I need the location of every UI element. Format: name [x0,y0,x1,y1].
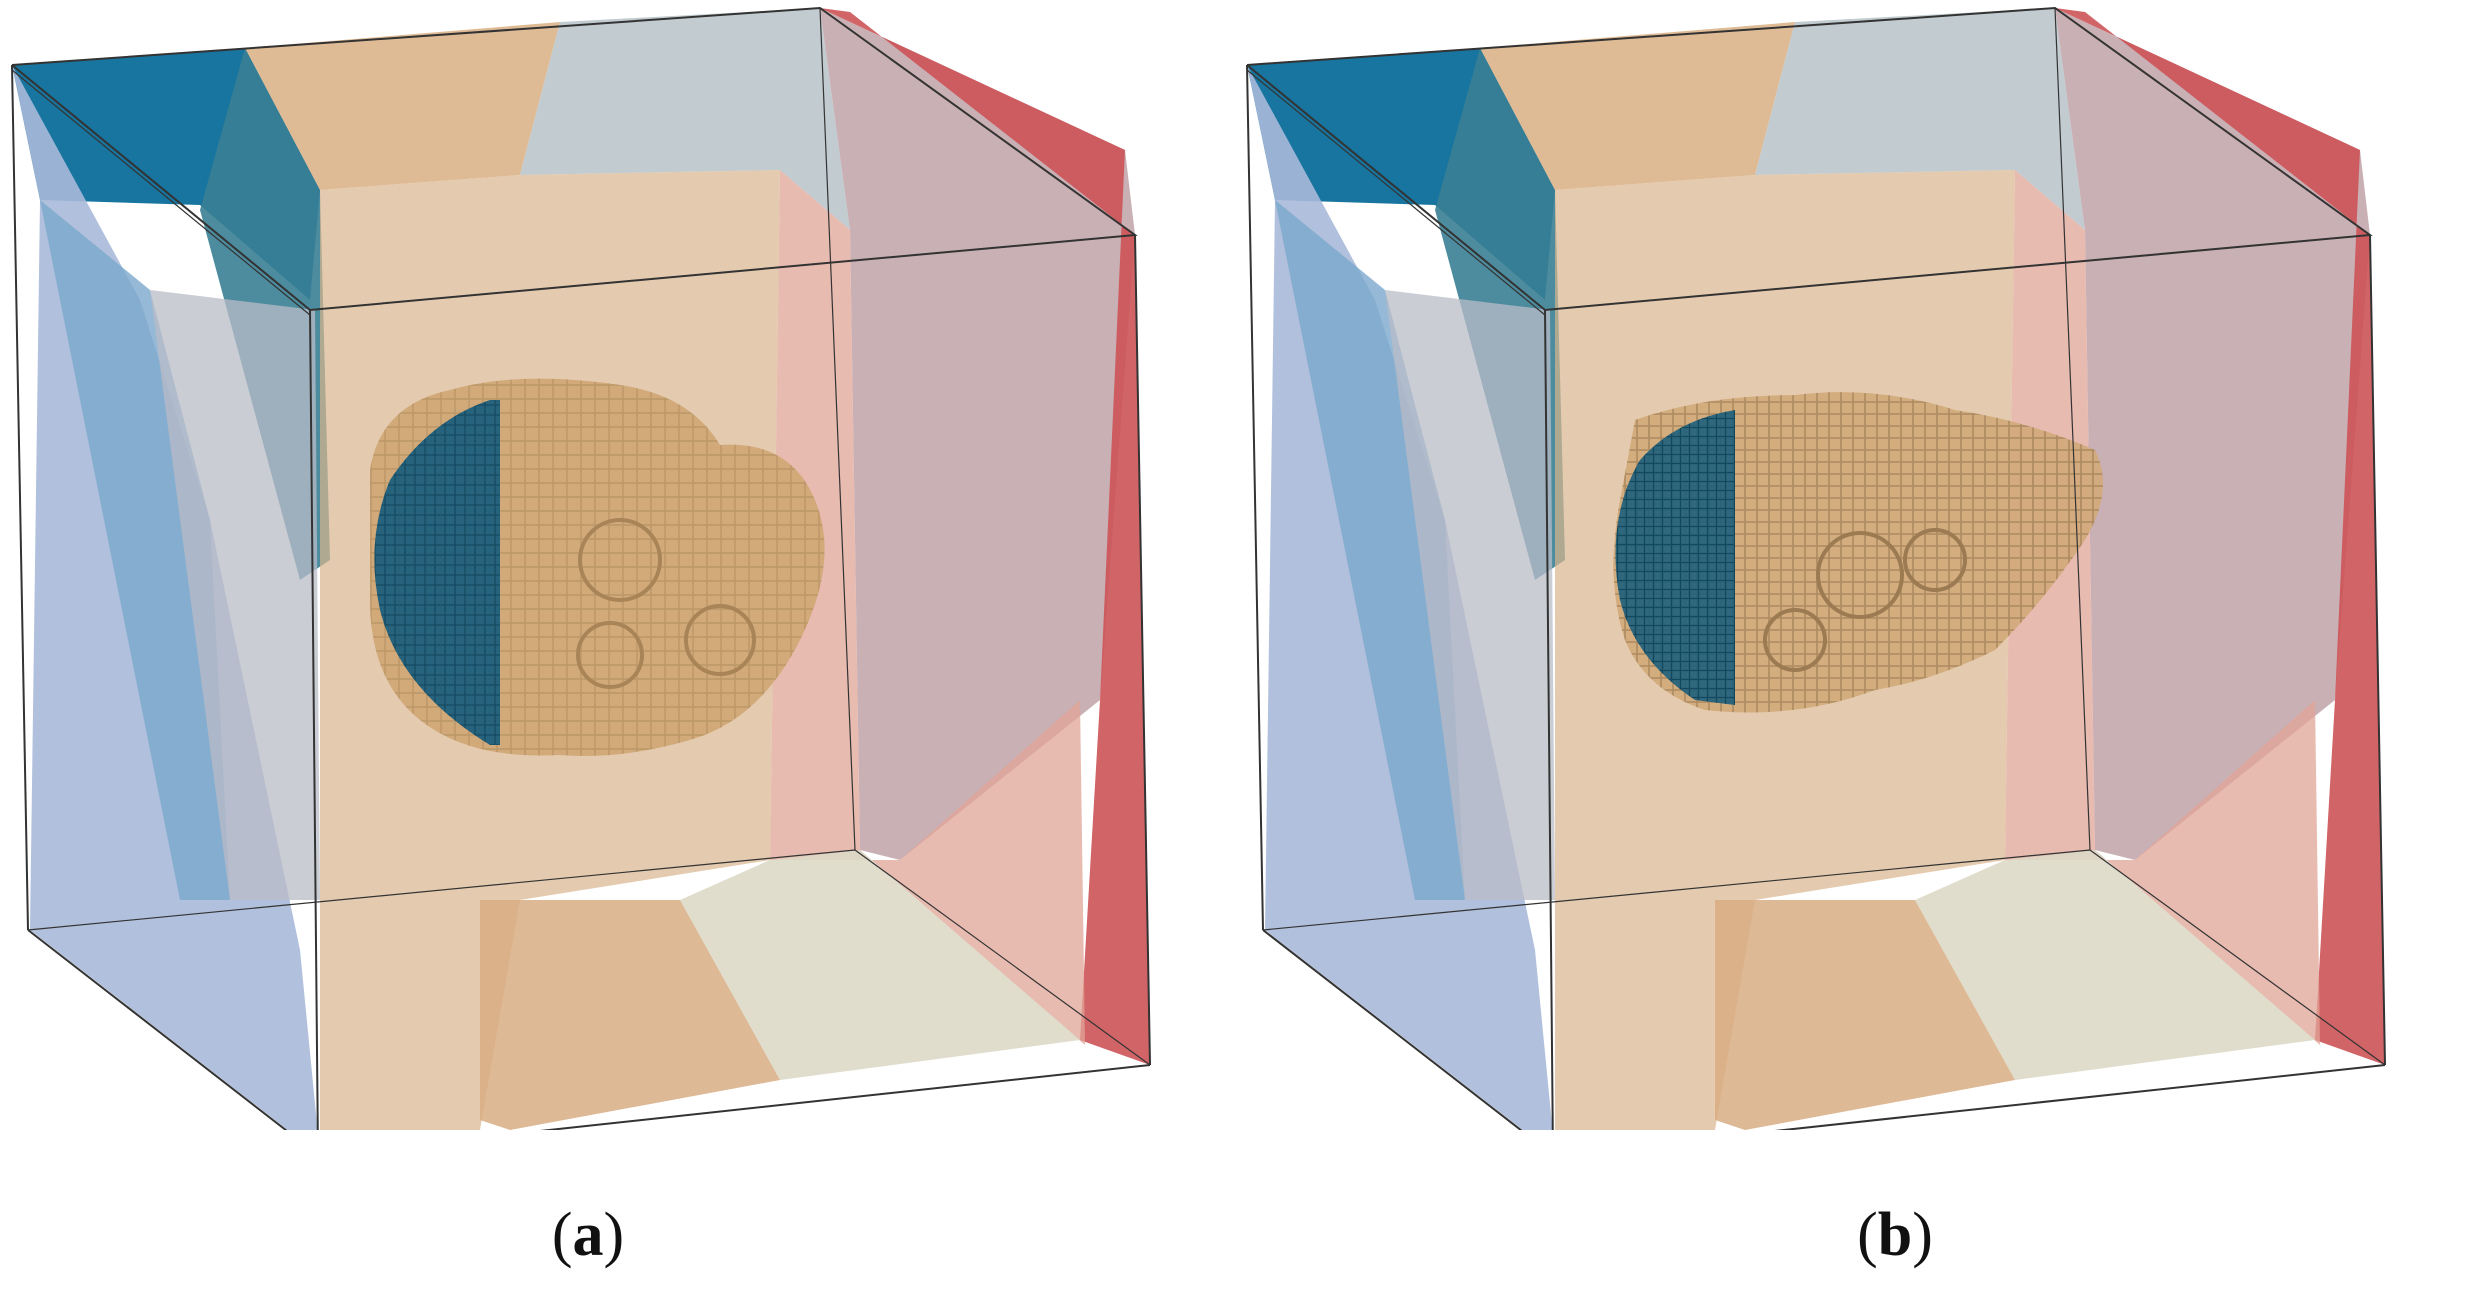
grain-mauve [820,8,1135,860]
inclusion-b [1613,392,2103,713]
grain-light-tan-bottom [680,850,1080,1080]
grain-tan-top [245,22,560,190]
grain-tan-bottom [480,900,780,1130]
panel-a: (a) [0,0,1235,1302]
cube-edges [11,6,1151,1130]
grain-gray-top [520,8,850,230]
panel-b: (b) [1235,0,2471,1302]
inclusion-ring [578,518,662,602]
caption-b: (b) [1857,1201,1933,1269]
cube-edges [1246,6,2386,1130]
grain-mid-blue [40,200,230,900]
cube-render-b [1246,6,2386,1130]
inclusion-a [370,378,825,756]
grain-salmon [770,170,1085,1045]
grain-gray-mid [150,290,320,900]
grain-red-strip [820,8,1150,1065]
caption-a: (a) [551,1201,625,1269]
cube-render-a [11,6,1151,1130]
